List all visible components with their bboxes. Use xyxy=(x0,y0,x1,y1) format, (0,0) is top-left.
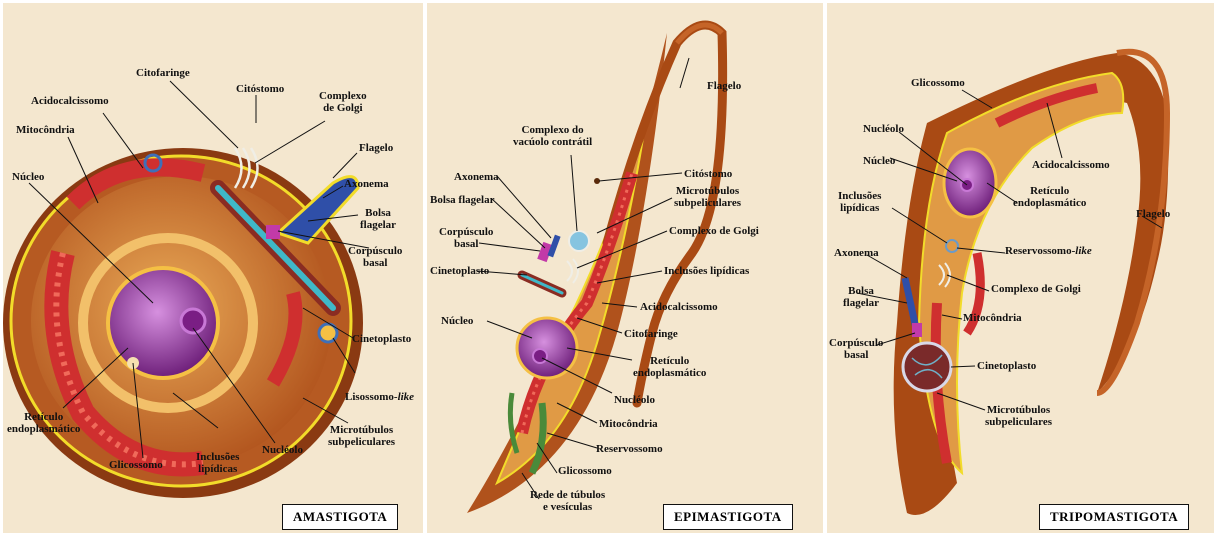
label-nucleo: Núcleo xyxy=(12,171,44,183)
trypomastigote-kinetoplast xyxy=(903,343,951,391)
label-glicossomo: Glicossomo xyxy=(109,459,163,471)
label-inclusoes: Inclusões lipídicas xyxy=(196,451,239,475)
epimastigote-contractile-vacuole xyxy=(569,231,589,251)
label-flagelo: Flagelo xyxy=(707,80,741,92)
label-axonema: Axonema xyxy=(344,178,389,190)
label-lisossomo-like: like xyxy=(398,391,415,403)
label-reservossomo: Reservossomo-like xyxy=(1005,245,1092,257)
epimastigote-nucleolus xyxy=(533,349,547,363)
label-citofaringe: Citofaringe xyxy=(624,328,678,340)
label-acidocalcissomo: Acidocalcissomo xyxy=(31,95,109,107)
label-golgi: Complexo de Golgi xyxy=(991,283,1081,295)
label-mitocondria: Mitocôndria xyxy=(963,312,1022,324)
label-reticulo: Retículo endoplasmático xyxy=(633,355,706,379)
label-glicossomo: Glicossomo xyxy=(911,77,965,89)
label-axonema: Axonema xyxy=(454,171,499,183)
trypomastigote-panel: Glicossomo Nucléolo Núcleo Acidocalcisso… xyxy=(827,3,1214,533)
amastigote-basal-body xyxy=(266,225,280,239)
label-reservossomo-text: Reservossomo- xyxy=(1005,245,1075,257)
panel-title-tripomastigota: TRIPOMASTIGOTA xyxy=(1039,504,1189,530)
label-cinetoplasto: Cinetoplasto xyxy=(977,360,1036,372)
epimastigote-panel: Flagelo Complexo do vacúolo contrátil Ci… xyxy=(427,3,823,533)
label-bolsa-flagelar: Bolsa flagelar xyxy=(430,194,494,206)
amastigote-nucleolus xyxy=(181,309,205,333)
trypomastigote-illustration xyxy=(827,3,1214,533)
label-citostomo: Citóstomo xyxy=(684,168,732,180)
panel-title-epimastigota: EPIMASTIGOTA xyxy=(663,504,793,530)
label-cinetoplasto: Cinetoplasto xyxy=(352,333,411,345)
label-axonema: Axonema xyxy=(834,247,879,259)
label-golgi: Complexo de Golgi xyxy=(669,225,759,237)
amastigote-panel: Citofaringe Citóstomo Complexo de Golgi … xyxy=(3,3,423,533)
label-mitocondria: Mitocôndria xyxy=(16,124,75,136)
label-cinetoplasto: Cinetoplasto xyxy=(430,265,489,277)
label-rede: Rede de túbulos e vesículas xyxy=(530,489,605,513)
label-microtubulos: Microtúbulos subpeliculares xyxy=(674,185,741,209)
label-nucleolo: Nucléolo xyxy=(614,394,655,406)
label-lisossomo-text: Lisossomo- xyxy=(345,391,398,403)
label-reservossomo: Reservossomo xyxy=(596,443,663,455)
label-citofaringe: Citofaringe xyxy=(136,67,190,79)
panel-title-amastigota: AMASTIGOTA xyxy=(282,504,398,530)
label-acidocalcissomo: Acidocalcissomo xyxy=(1032,159,1110,171)
label-bolsa-flagelar: Bolsa flagelar xyxy=(360,207,396,231)
label-inclusoes: Inclusões lipídicas xyxy=(838,190,881,214)
label-lisossomo: Lisossomo-like xyxy=(345,391,414,403)
label-microtubulos: Microtúbulos subpeliculares xyxy=(985,404,1052,428)
label-golgi: Complexo de Golgi xyxy=(319,90,367,114)
label-corpusculo-basal: Corpúsculo basal xyxy=(439,226,493,250)
trypomastigote-basal-body xyxy=(912,323,922,337)
label-corpusculo-basal: Corpúsculo basal xyxy=(348,245,402,269)
label-nucleo: Núcleo xyxy=(863,155,895,167)
label-reticulo: Retículo endoplasmático xyxy=(1013,185,1086,209)
label-acidocalcissomo: Acidocalcissomo xyxy=(640,301,718,313)
label-nucleolo: Nucléolo xyxy=(262,444,303,456)
label-reservossomo-like: like xyxy=(1075,245,1092,257)
label-nucleo: Núcleo xyxy=(441,315,473,327)
label-inclusoes: Inclusões lipídicas xyxy=(664,265,749,277)
label-vacuolo: Complexo do vacúolo contrátil xyxy=(513,124,592,148)
label-microtubulos: Microtúbulos subpeliculares xyxy=(328,424,395,448)
label-nucleolo: Nucléolo xyxy=(863,123,904,135)
label-bolsa-flagelar: Bolsa flagelar xyxy=(843,285,879,309)
label-corpusculo-basal: Corpúsculo basal xyxy=(829,337,883,361)
label-flagelo: Flagelo xyxy=(1136,208,1170,220)
label-mitocondria: Mitocôndria xyxy=(599,418,658,430)
epimastigote-golgi xyxy=(567,259,578,283)
label-citostomo: Citóstomo xyxy=(236,83,284,95)
label-glicossomo: Glicossomo xyxy=(558,465,612,477)
label-flagelo: Flagelo xyxy=(359,142,393,154)
label-reticulo: Retículo endoplasmático xyxy=(7,411,80,435)
